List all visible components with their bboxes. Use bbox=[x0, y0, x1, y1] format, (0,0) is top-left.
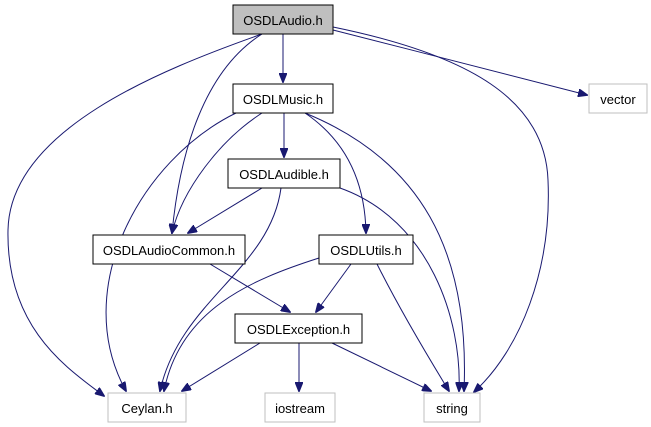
node-ceylan: Ceylan.h bbox=[107, 392, 187, 423]
node-label-osdlutils: OSDLUtils.h bbox=[330, 243, 402, 258]
node-string: string bbox=[423, 392, 481, 423]
node-box-osdlaudible bbox=[227, 158, 341, 189]
edge-osdlmusic-to-string bbox=[304, 112, 464, 391]
node-label-osdlmusic: OSDLMusic.h bbox=[243, 92, 323, 107]
node-label-string: string bbox=[436, 401, 468, 416]
node-label-osdlaudio: OSDLAudio.h bbox=[243, 13, 323, 28]
edge-osdlaudible-to-osdlaudiocommon bbox=[188, 187, 263, 233]
node-label-ceylan: Ceylan.h bbox=[121, 401, 172, 416]
node-osdlaudiocommon[interactable]: OSDLAudioCommon.h bbox=[92, 234, 246, 265]
node-box-iostream bbox=[264, 392, 336, 423]
node-box-osdlutils bbox=[318, 234, 414, 265]
edge-osdlaudiocommon-to-osdlexception bbox=[209, 263, 290, 312]
edge-osdlaudio-to-vector bbox=[332, 29, 587, 95]
edge-osdlexception-to-ceylan bbox=[182, 342, 261, 391]
node-osdlaudible[interactable]: OSDLAudible.h bbox=[227, 158, 341, 189]
node-osdlutils[interactable]: OSDLUtils.h bbox=[318, 234, 414, 265]
node-label-iostream: iostream bbox=[275, 401, 325, 416]
edges-layer bbox=[7, 26, 587, 396]
edge-osdlexception-to-string bbox=[331, 342, 431, 391]
node-box-vector bbox=[588, 83, 648, 114]
edge-osdlaudio-to-string bbox=[332, 26, 549, 392]
node-label-osdlexception: OSDLException.h bbox=[247, 322, 350, 337]
node-box-osdlmusic bbox=[232, 83, 334, 114]
node-box-osdlaudio bbox=[232, 4, 334, 35]
node-osdlaudio[interactable]: OSDLAudio.h bbox=[232, 4, 334, 35]
edge-osdlaudible-to-ceylan bbox=[160, 187, 282, 391]
node-box-string bbox=[423, 392, 481, 423]
node-osdlexception[interactable]: OSDLException.h bbox=[234, 313, 363, 344]
node-vector: vector bbox=[588, 83, 648, 114]
node-label-vector: vector bbox=[600, 92, 636, 107]
edge-osdlutils-to-osdlexception bbox=[316, 263, 352, 312]
edge-osdlaudio-to-osdlaudiocommon bbox=[172, 33, 263, 233]
node-box-osdlaudiocommon bbox=[92, 234, 246, 265]
node-box-osdlexception bbox=[234, 313, 363, 344]
node-iostream: iostream bbox=[264, 392, 336, 423]
edge-osdlaudible-to-string bbox=[339, 187, 459, 391]
node-box-ceylan bbox=[107, 392, 187, 423]
edge-osdlutils-to-ceylan bbox=[164, 257, 320, 391]
edge-osdlmusic-to-ceylan bbox=[105, 112, 237, 391]
edge-osdlutils-to-string bbox=[376, 263, 449, 391]
edge-osdlmusic-to-osdlutils bbox=[304, 112, 366, 233]
node-label-osdlaudiocommon: OSDLAudioCommon.h bbox=[103, 243, 235, 258]
edge-osdlmusic-to-osdlaudiocommon bbox=[172, 112, 263, 233]
edge-osdlaudio-to-ceylan bbox=[7, 33, 263, 396]
node-label-osdlaudible: OSDLAudible.h bbox=[239, 167, 329, 182]
node-osdlmusic[interactable]: OSDLMusic.h bbox=[232, 83, 334, 114]
